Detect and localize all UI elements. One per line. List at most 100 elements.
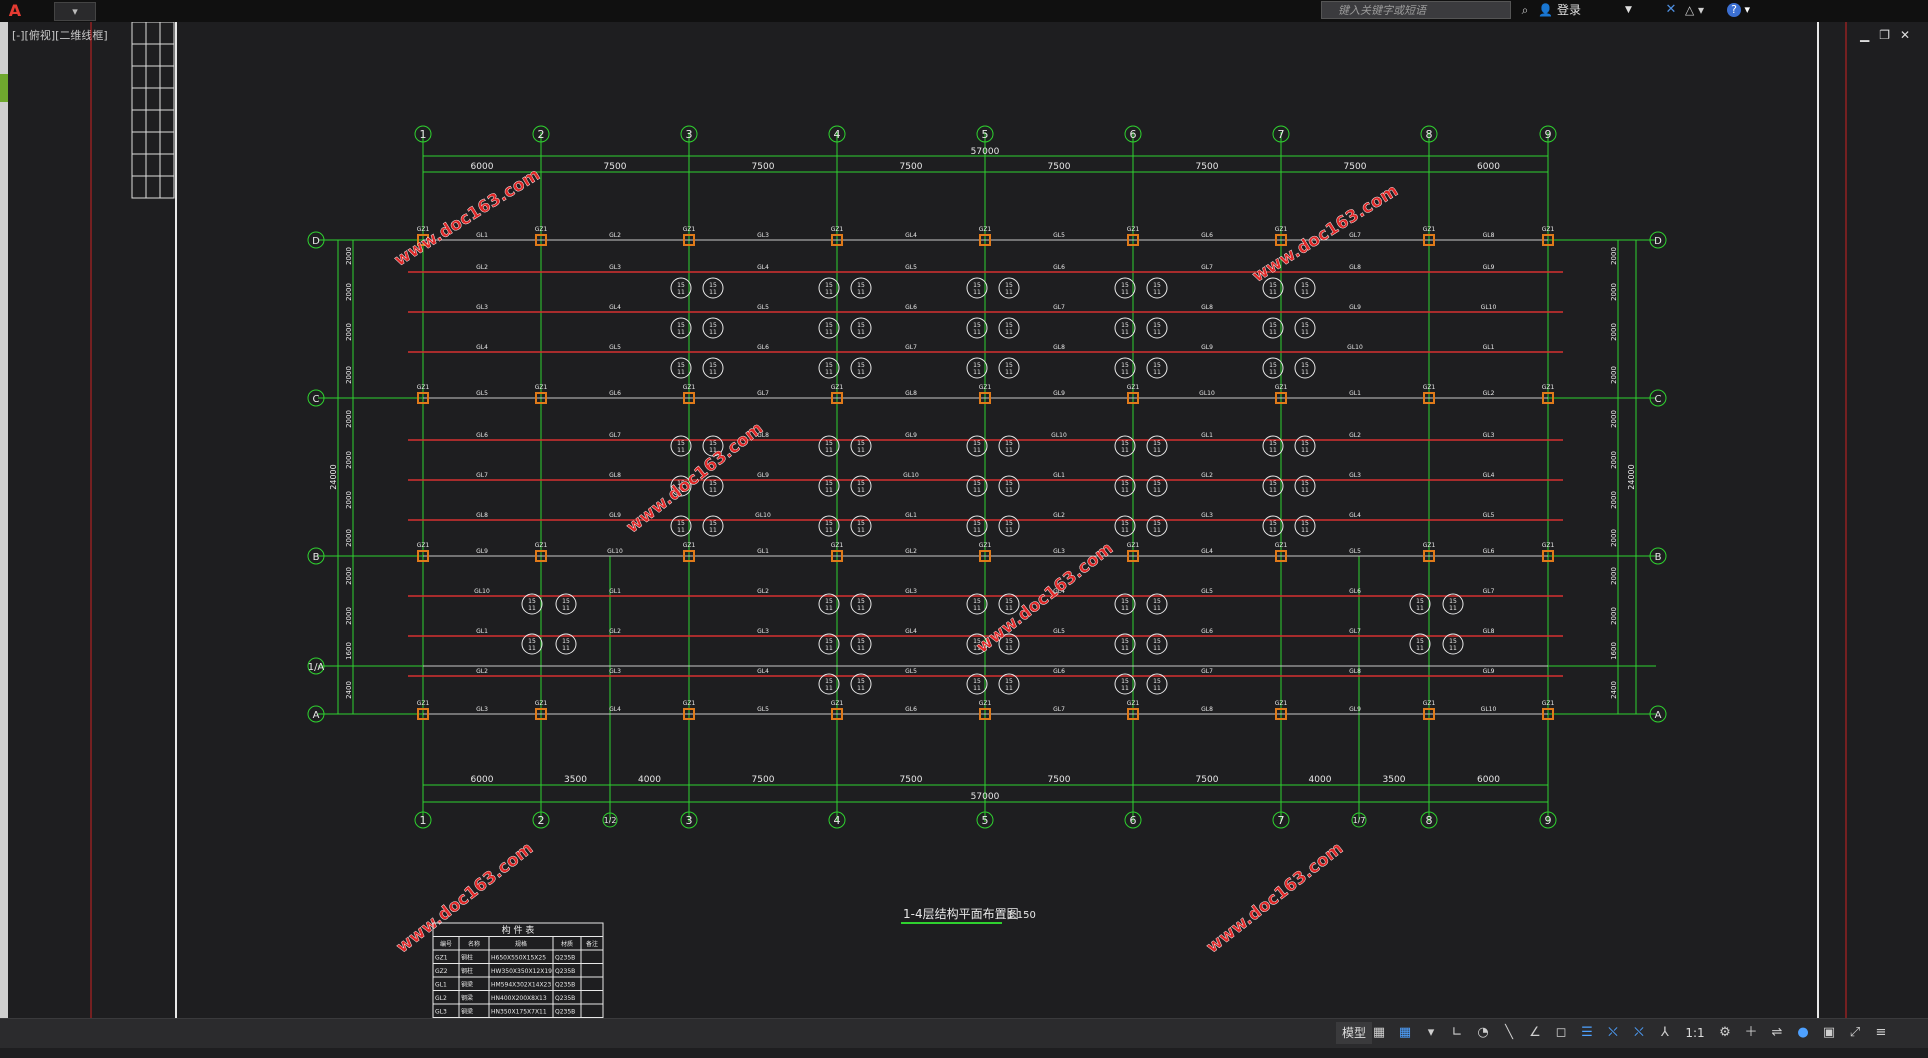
restore-icon[interactable]: ❐ bbox=[1879, 28, 1890, 42]
slab-mark-top: 15 bbox=[677, 520, 685, 527]
slab-mark-top: 15 bbox=[1269, 440, 1277, 447]
slab-mark-bottom: 11 bbox=[1301, 487, 1309, 494]
beam-label: GL3 bbox=[1201, 512, 1213, 519]
auto-scale-icon[interactable]: ⅄ bbox=[1661, 1025, 1669, 1040]
close-icon[interactable]: ✕ bbox=[1900, 28, 1911, 42]
plus-icon[interactable]: ＋ bbox=[1744, 1025, 1758, 1040]
grid-bubble-bottom bbox=[414, 811, 432, 829]
slab-mark-bottom: 11 bbox=[1121, 645, 1129, 652]
slab-mark bbox=[1146, 317, 1168, 339]
beam-label: GL4 bbox=[1053, 588, 1065, 595]
slab-mark-top: 15 bbox=[1121, 440, 1129, 447]
viewport-controls-label[interactable]: [-][俯视][二维线框] bbox=[12, 29, 108, 42]
slab-mark-bottom: 11 bbox=[825, 645, 833, 652]
slab-mark-top: 15 bbox=[1121, 638, 1129, 645]
beam-label: GL9 bbox=[1349, 706, 1361, 713]
slab-mark-bottom: 11 bbox=[1005, 369, 1013, 376]
slab-mark-bottom: 11 bbox=[825, 605, 833, 612]
slab-mark bbox=[966, 475, 988, 497]
help-icon[interactable]: ? bbox=[1727, 3, 1741, 17]
hardware-icon[interactable]: ▣ bbox=[1822, 1025, 1836, 1040]
beam-label: GL2 bbox=[905, 548, 917, 555]
steel-column bbox=[831, 708, 843, 720]
model-tab[interactable]: 模型 bbox=[1336, 1022, 1373, 1044]
beam-label: GL4 bbox=[757, 668, 769, 675]
polar-icon[interactable]: ◔ bbox=[1477, 1025, 1489, 1040]
beam-label: GL2 bbox=[476, 668, 488, 675]
slab-mark bbox=[850, 317, 872, 339]
grid-label-top: 6 bbox=[1130, 128, 1137, 141]
search-input[interactable]: 键入关键字或短语 bbox=[1321, 1, 1511, 19]
beam-label: GL1 bbox=[476, 628, 488, 635]
slab-mark-top: 15 bbox=[1005, 322, 1013, 329]
slab-mark-top: 15 bbox=[528, 638, 536, 645]
title-block-grid bbox=[131, 22, 175, 199]
exchange-apps-icon[interactable]: ✕ bbox=[1665, 2, 1677, 17]
steel-column bbox=[1423, 550, 1435, 562]
ortho-icon[interactable]: ∟ bbox=[1451, 1025, 1463, 1040]
binoculars-icon[interactable]: ⌕ bbox=[1521, 3, 1529, 17]
annotation-icon[interactable]: ⛌ bbox=[1608, 1025, 1618, 1040]
slab-mark-top: 15 bbox=[1301, 520, 1309, 527]
slab-mark-bottom: 11 bbox=[973, 289, 981, 296]
application-menu-button[interactable]: A bbox=[4, 0, 44, 20]
dimension-left: 2000 bbox=[345, 323, 353, 341]
beam-label: GL8 bbox=[1349, 668, 1361, 675]
minimize-icon[interactable]: ▁ bbox=[1860, 28, 1870, 42]
slab-mark-bottom: 11 bbox=[528, 645, 536, 652]
snap-icon[interactable]: ▦ bbox=[1398, 1025, 1412, 1040]
schedule-cell: Q235B bbox=[555, 982, 575, 989]
slab-mark-top: 15 bbox=[677, 322, 685, 329]
beam-label: GL6 bbox=[905, 304, 917, 311]
slab-mark-top: 15 bbox=[1121, 678, 1129, 685]
fullscreen-icon[interactable]: ⤢ bbox=[1849, 1025, 1861, 1040]
column-label: GZ1 bbox=[417, 542, 430, 549]
dimension-top: 7500 bbox=[900, 162, 923, 172]
slab-mark bbox=[1114, 593, 1136, 615]
chevron-down-icon[interactable]: ▾ bbox=[72, 5, 78, 18]
slab-mark-bottom: 11 bbox=[709, 527, 717, 534]
osnap-icon[interactable]: ╲ bbox=[1505, 1025, 1513, 1040]
lineweight-icon[interactable]: ☰ bbox=[1581, 1025, 1593, 1040]
title-bar: A ▾ ▸ 键入关键字或短语 ⌕ 👤 登录 ▼ ✕ △ ▾ ? ▾ bbox=[0, 0, 1928, 22]
chevron-down-icon[interactable]: ▾ bbox=[1427, 1025, 1435, 1040]
a360-icon[interactable]: △ ▾ bbox=[1685, 3, 1705, 17]
slab-mark-top: 15 bbox=[1005, 480, 1013, 487]
drawing-viewport[interactable] bbox=[8, 22, 1920, 1022]
selection-icon[interactable]: ◻ bbox=[1555, 1025, 1567, 1040]
gear-icon[interactable]: ⚙ bbox=[1719, 1025, 1731, 1040]
annotation-scale[interactable]: 1:1 bbox=[1685, 1026, 1705, 1040]
customize-icon[interactable]: ≡ bbox=[1875, 1025, 1887, 1040]
beam-label: GL9 bbox=[1483, 668, 1495, 675]
dimension-left: 1600 bbox=[345, 642, 353, 660]
column-label: GZ1 bbox=[831, 700, 844, 707]
workspace-icon[interactable]: ⇌ bbox=[1771, 1025, 1783, 1040]
autocad-logo-icon[interactable]: A bbox=[8, 0, 22, 20]
slab-mark bbox=[966, 673, 988, 695]
steel-column bbox=[1423, 234, 1435, 246]
panel-tab[interactable] bbox=[0, 74, 8, 102]
slab-mark-bottom: 11 bbox=[709, 369, 717, 376]
slab-mark bbox=[998, 593, 1020, 615]
help-button[interactable]: ? ▾ bbox=[1727, 1, 1763, 19]
column-label: GZ1 bbox=[979, 542, 992, 549]
annotation-visibility-icon[interactable]: ⛌ bbox=[1634, 1025, 1644, 1040]
chevron-down-icon: ▼ bbox=[1624, 5, 1632, 15]
slab-mark-top: 15 bbox=[709, 480, 717, 487]
quick-access-toolbar[interactable]: ▾ bbox=[54, 2, 96, 21]
column-label: GZ1 bbox=[1423, 226, 1436, 233]
isolate-icon[interactable]: ● bbox=[1797, 1025, 1809, 1040]
slab-mark-bottom: 11 bbox=[857, 369, 865, 376]
angle-icon[interactable]: ∠ bbox=[1529, 1025, 1541, 1040]
column-label: GZ1 bbox=[831, 542, 844, 549]
login-button[interactable]: 👤 登录 ▼ bbox=[1538, 1, 1658, 19]
beam-label: GL6 bbox=[609, 390, 621, 397]
column-label: GZ1 bbox=[1127, 226, 1140, 233]
grid-icon[interactable]: ▦ bbox=[1372, 1025, 1386, 1040]
dimension-bottom: 3500 bbox=[564, 775, 587, 785]
schedule-cell: HW350X350X12X19 bbox=[491, 968, 552, 975]
beam-label: GL1 bbox=[1053, 472, 1065, 479]
slab-mark-bottom: 11 bbox=[973, 329, 981, 336]
left-panel-strip bbox=[0, 22, 8, 1040]
